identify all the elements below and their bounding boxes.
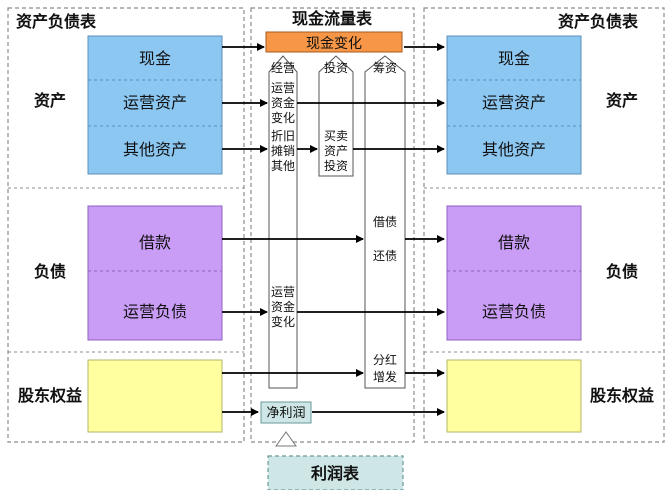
cash-flow-statement-title: 现金流量表 <box>292 9 373 28</box>
right-assets-box <box>446 35 582 175</box>
left-assets-label: 资产 <box>34 91 66 110</box>
left-operating-assets-label: 运营资产 <box>123 93 187 112</box>
income-statement-title: 利润表 <box>311 464 360 483</box>
buy-sell-line-1: 买卖 <box>324 129 348 143</box>
right-balance-sheet-title: 资产负债表 <box>558 12 639 31</box>
wc-change-2-line-3: 变化 <box>271 314 295 329</box>
right-equity-box <box>446 359 582 433</box>
wc-change-2-line-1: 运营 <box>271 285 295 299</box>
depreciation-line-2: 摊销 <box>271 144 295 158</box>
investing-activities-column <box>318 55 354 177</box>
income-statement-box <box>267 455 404 490</box>
cash-flow-panel <box>250 7 415 443</box>
depreciation-line-3: 其他 <box>271 159 295 173</box>
right-balance-sheet-panel <box>423 7 665 443</box>
left-liabilities-label: 负债 <box>34 262 66 281</box>
right-liabilities-box <box>446 205 582 341</box>
net-income-box <box>260 401 312 424</box>
left-balance-sheet-panel <box>7 7 245 443</box>
right-cash-label: 现金 <box>498 49 530 68</box>
buy-sell-line-3: 投资 <box>324 158 348 173</box>
left-operating-liabilities-label: 运营负债 <box>123 302 187 321</box>
right-assets-label: 资产 <box>606 91 638 110</box>
right-operating-assets-label: 运营资产 <box>482 93 546 112</box>
right-other-assets-label: 其他资产 <box>482 140 546 159</box>
left-loans-label: 借款 <box>139 233 171 252</box>
dividends-line-1: 分红 <box>373 352 397 367</box>
operating-activities-column <box>268 55 298 389</box>
left-equity-box <box>87 359 223 433</box>
wc-change-1-line-1: 运营 <box>271 81 295 95</box>
cash-change-bar <box>265 31 403 53</box>
cash-change-label: 现金变化 <box>306 36 362 52</box>
right-operating-liabilities-label: 运营负债 <box>482 302 546 321</box>
wc-change-2-line-2: 资金 <box>271 299 295 314</box>
left-liabilities-box <box>87 205 223 341</box>
right-loans-label: 借款 <box>498 233 530 252</box>
left-cash-label: 现金 <box>139 49 171 68</box>
left-assets-box <box>87 35 223 175</box>
investing-header: 投资 <box>324 60 348 75</box>
financing-header: 筹资 <box>373 61 397 75</box>
dividends-line-2: 增发 <box>373 369 397 384</box>
net-income-label: 净利润 <box>266 406 305 421</box>
operating-header: 经营 <box>271 61 295 75</box>
depreciation-line-1: 折旧 <box>271 128 295 143</box>
left-equity-label: 股东权益 <box>18 386 82 405</box>
wc-change-1-line-3: 变化 <box>271 110 295 125</box>
buy-sell-line-2: 资产 <box>324 144 348 158</box>
left-balance-sheet-title: 资产负债表 <box>16 12 97 31</box>
wc-change-1-line-2: 资金 <box>271 95 295 110</box>
income-statement-up-arrow <box>275 431 297 447</box>
financing-activities-column <box>364 55 406 389</box>
right-liabilities-label: 负债 <box>606 262 638 281</box>
left-other-assets-label: 其他资产 <box>123 140 187 159</box>
right-equity-label: 股东权益 <box>590 386 654 405</box>
borrow-label: 借债 <box>373 215 397 229</box>
repay-label: 还债 <box>373 249 397 263</box>
